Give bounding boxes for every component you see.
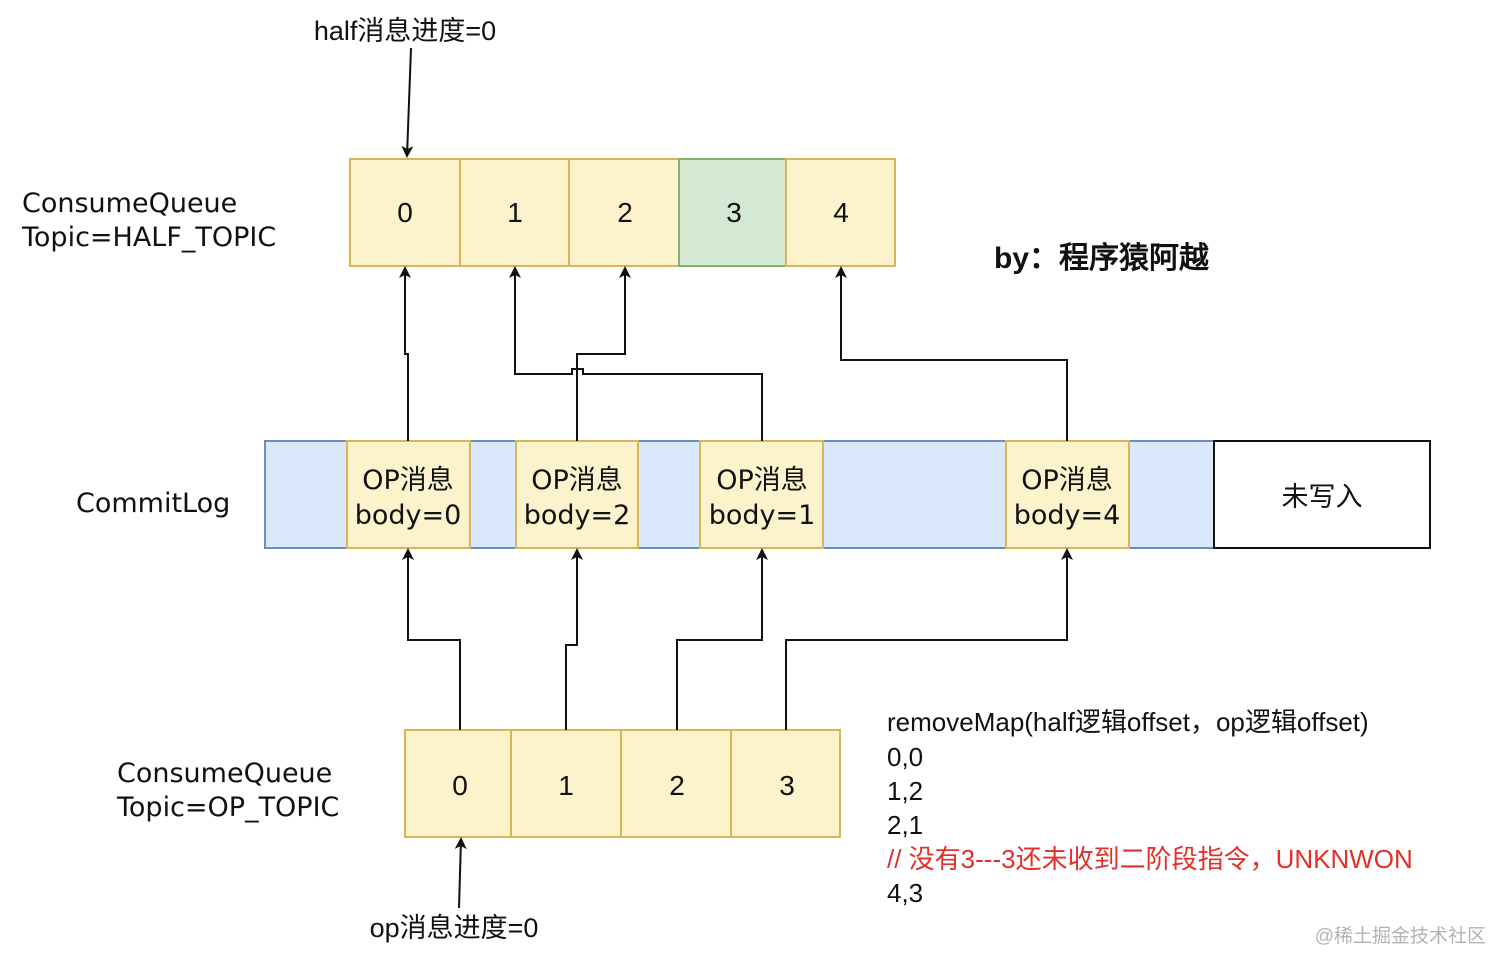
op-message-entry: OP消息 body=4 <box>1005 440 1130 549</box>
commitlog-segment <box>822 440 1007 549</box>
half-cell: 1 <box>459 158 570 267</box>
op-message-entry: OP消息 body=1 <box>699 440 824 549</box>
op-queue-cells: 0 1 2 3 <box>404 729 841 838</box>
op-entry-body: body=0 <box>355 500 462 531</box>
opqueue-to-commitlog-arrows <box>402 548 1073 730</box>
commitlog-bar: OP消息 body=0 OP消息 body=2 OP消息 body=1 OP消息… <box>264 440 1431 549</box>
half-queue-topic: Topic=HALF_TOPIC <box>21 222 276 253</box>
arrow-op0-to-half0 <box>399 266 411 441</box>
op-cell: 1 <box>510 729 622 838</box>
op-cell-number: 2 <box>669 770 685 801</box>
op-progress-arrow <box>454 837 467 909</box>
op-queue-topic: Topic=OP_TOPIC <box>116 792 339 823</box>
commitlog-name: CommitLog <box>76 488 230 519</box>
half-cell-number: 0 <box>397 197 413 228</box>
half-cell-number: 2 <box>617 197 633 228</box>
half-cell-number: 3 <box>726 197 742 228</box>
commitlog-segment <box>637 440 701 549</box>
remove-map-row: 4,3 <box>887 878 923 908</box>
arrow-op1-to-half1 <box>509 266 763 441</box>
op-cell: 2 <box>620 729 732 838</box>
op-entry-title: OP消息 <box>1021 465 1113 496</box>
op-cell-number: 3 <box>779 770 795 801</box>
commitlog-segment <box>1128 440 1215 549</box>
half-queue-name: ConsumeQueue <box>22 188 237 219</box>
half-progress-label: half消息进度=0 <box>314 16 496 46</box>
commitlog-segment <box>264 440 348 549</box>
half-cell: 4 <box>785 158 896 267</box>
arrow-opq1-to-op2 <box>565 548 583 730</box>
unwritten-area: 未写入 <box>1213 440 1431 549</box>
op-cell-number: 1 <box>558 770 574 801</box>
op-entry-body: body=2 <box>524 500 631 531</box>
op-queue-name: ConsumeQueue <box>117 758 332 789</box>
unwritten-label: 未写入 <box>1282 482 1363 512</box>
half-cell-highlighted: 3 <box>678 158 787 267</box>
half-cell-number: 1 <box>507 197 523 228</box>
half-cell-number: 4 <box>833 197 849 228</box>
op-to-half-arrows <box>399 266 1068 441</box>
remove-map-row: 2,1 <box>887 810 923 840</box>
op-cell: 0 <box>404 729 512 838</box>
half-cell: 0 <box>349 158 461 267</box>
op-entry-body: body=4 <box>1014 500 1121 531</box>
op-message-entry: OP消息 body=2 <box>515 440 639 549</box>
op-cell-number: 0 <box>452 770 468 801</box>
op-entry-title: OP消息 <box>716 465 808 496</box>
arrow-opq2-to-op1 <box>676 548 768 730</box>
remove-map-comment: // 没有3---3还未收到二阶段指令，UNKNWON <box>887 844 1413 874</box>
arrow-opq3-to-op4 <box>785 548 1073 730</box>
op-progress-label: op消息进度=0 <box>370 913 539 943</box>
remove-map-notes: removeMap(half逻辑offset，op逻辑offset) 0,0 1… <box>887 707 1413 908</box>
arrow-op4-to-half4 <box>835 266 1068 441</box>
op-entry-body: body=1 <box>709 500 816 531</box>
remove-map-header: removeMap(half逻辑offset，op逻辑offset) <box>887 707 1369 737</box>
remove-map-row: 0,0 <box>887 742 923 772</box>
half-cell: 2 <box>568 158 680 267</box>
half-queue-cells: 0 1 2 3 4 <box>349 158 896 267</box>
op-entry-title: OP消息 <box>531 465 623 496</box>
op-message-entry: OP消息 body=0 <box>346 440 471 549</box>
half-progress-arrow <box>401 47 414 158</box>
arrow-opq0-to-op0 <box>402 548 461 730</box>
commitlog-segment <box>469 440 517 549</box>
remove-map-row: 1,2 <box>887 776 923 806</box>
arrow-op2-to-half2 <box>576 266 631 441</box>
op-entry-title: OP消息 <box>362 465 454 496</box>
op-cell: 3 <box>730 729 841 838</box>
author-label: by：程序猿阿越 <box>994 241 1210 275</box>
watermark: @稀土掘金技术社区 <box>1315 925 1486 947</box>
